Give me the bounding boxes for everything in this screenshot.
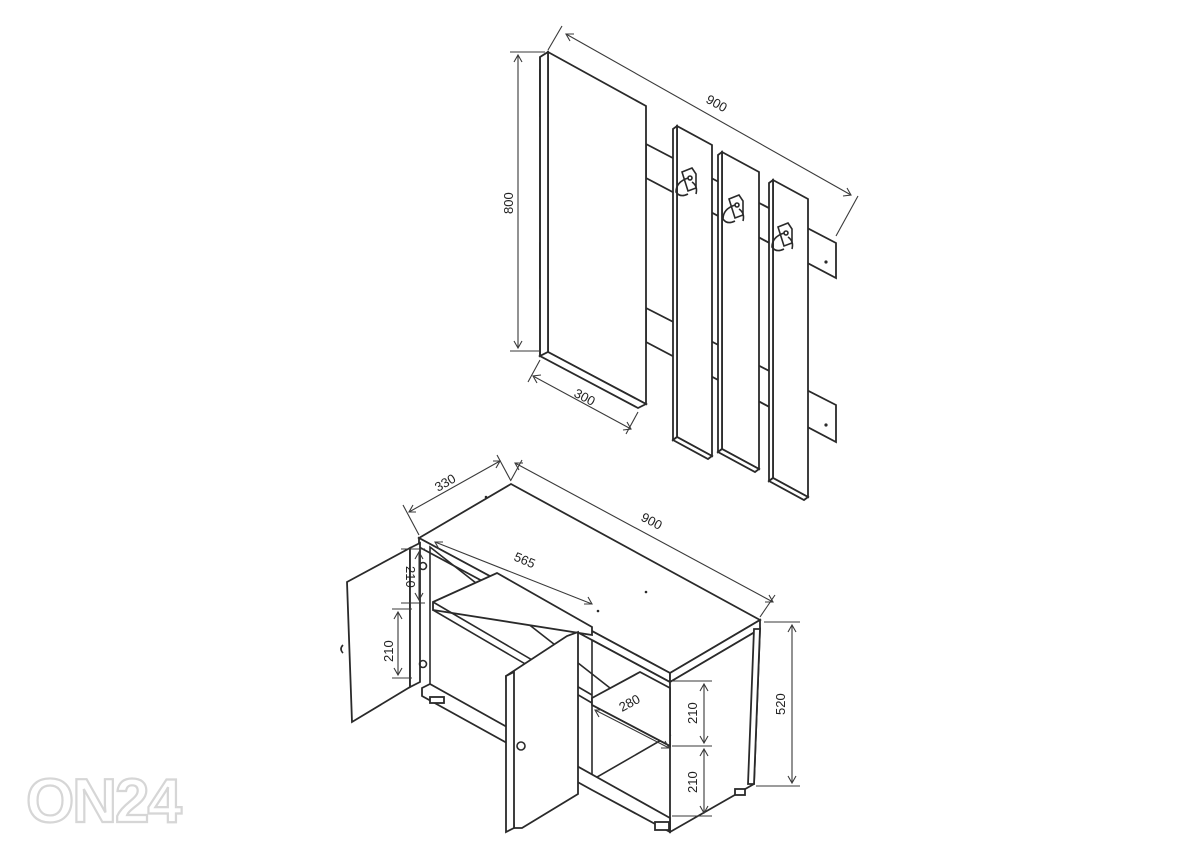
cabinet-height-dimension: 520: [756, 621, 800, 787]
coat-rack: 900 800 300: [501, 25, 859, 502]
hook-icon: [771, 222, 794, 252]
vertical-board-1: [671, 124, 714, 461]
rack-height-label: 800: [501, 192, 516, 214]
on24-watermark-logo: ON24: [26, 766, 186, 834]
side-upper-dimension: 210: [672, 680, 712, 747]
side-upper-label: 210: [685, 702, 700, 724]
rack-width-label: 900: [704, 92, 730, 116]
mirror-width-label: 300: [572, 385, 598, 408]
side-lower-label: 210: [685, 771, 700, 793]
mirror-panel: [538, 50, 648, 410]
vertical-board-3: [767, 178, 810, 502]
cabinet-top: [417, 482, 762, 684]
cabinet-depth-label: 330: [432, 471, 458, 495]
door-hole-middle-dimension: 210: [381, 608, 412, 679]
door-hole-middle-label: 210: [381, 640, 396, 662]
door-hole-top-label: 210: [403, 566, 418, 588]
hook-icon: [675, 167, 698, 197]
side-lower-dimension: 210: [672, 747, 712, 817]
door-hole-top-dimension: 210: [401, 548, 425, 604]
cabinet-depth-dimension: 330: [402, 454, 512, 536]
cabinet-height-label: 520: [773, 693, 788, 715]
watermark-text: ON24: [26, 767, 182, 834]
vertical-board-2: [716, 150, 761, 474]
shoe-cabinet: 330 900 565 210: [340, 454, 800, 834]
cabinet-width-label: 900: [639, 509, 665, 532]
cabinet-right-side: [669, 627, 761, 834]
right-door: [505, 630, 579, 834]
hook-icon: [722, 194, 745, 224]
rack-height-dimension: 800: [501, 51, 545, 352]
